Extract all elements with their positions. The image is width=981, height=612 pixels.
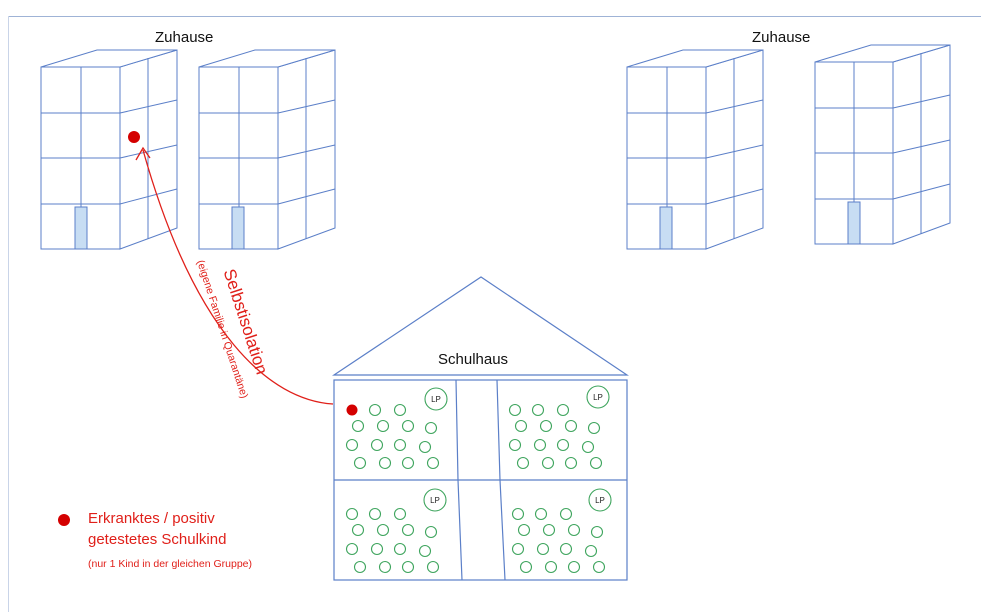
child-circle (581, 440, 595, 454)
legend-note-text: (nur 1 Kind in der gleichen Gruppe) (88, 558, 253, 570)
child-circle (531, 403, 545, 417)
child-circle (353, 456, 367, 470)
teacher-circle (588, 488, 612, 512)
teacher-circle (586, 385, 610, 409)
child-circle (378, 456, 392, 470)
infected-child (346, 404, 358, 416)
teacher-label: LP (431, 395, 441, 404)
child-circle (345, 507, 359, 521)
child-circle (393, 403, 407, 417)
child-circle (514, 419, 528, 433)
child-circle (556, 403, 570, 417)
home-label-right: Zuhause (752, 29, 811, 46)
child-circle (592, 560, 606, 574)
child-circle (401, 419, 415, 433)
legend-main-text: Erkranktes / positiv getestetes Schulkin… (88, 510, 227, 548)
child-circle (564, 419, 578, 433)
child-circle (426, 456, 440, 470)
child-circle (393, 542, 407, 556)
classrooms-group: LP LP LP LP (345, 385, 612, 574)
child-circle (418, 440, 432, 454)
child-circle (418, 544, 432, 558)
frame-left-border (8, 16, 9, 612)
child-circle (401, 456, 415, 470)
frame-top-border (8, 16, 981, 17)
child-circle (536, 542, 550, 556)
child-circle (516, 456, 530, 470)
child-circle (424, 525, 438, 539)
child-circle (533, 438, 547, 452)
child-circle (511, 507, 525, 521)
child-circle (370, 542, 384, 556)
home-building-left-2 (198, 49, 336, 250)
legend-infected-dot (58, 514, 70, 526)
child-circle (511, 542, 525, 556)
child-circle (539, 419, 553, 433)
home-building-right-2 (814, 44, 951, 245)
child-circle (590, 525, 604, 539)
teacher-label: LP (593, 393, 603, 402)
child-circle (368, 403, 382, 417)
child-circle (559, 542, 573, 556)
child-circle (564, 456, 578, 470)
classroom-2: LP (508, 385, 610, 470)
child-circle (567, 560, 581, 574)
child-circle (517, 523, 531, 537)
child-circle (589, 456, 603, 470)
child-circle (556, 438, 570, 452)
child-circle (351, 523, 365, 537)
child-circle (376, 419, 390, 433)
child-circle (426, 560, 440, 574)
child-circle (393, 438, 407, 452)
teacher-circle (424, 387, 448, 411)
home-label-left: Zuhause (155, 29, 214, 46)
child-circle (544, 560, 558, 574)
child-circle (508, 403, 522, 417)
child-circle (519, 560, 533, 574)
home-building-left-1 (40, 49, 178, 250)
teacher-label: LP (430, 496, 440, 505)
isolation-arrow (135, 146, 334, 405)
child-circle (587, 421, 601, 435)
teacher-label: LP (595, 496, 605, 505)
child-circle (508, 438, 522, 452)
child-circle (542, 523, 556, 537)
school-building (332, 276, 629, 581)
school-label: Schulhaus (438, 351, 509, 368)
child-circle (378, 560, 392, 574)
home-building-right-1 (626, 49, 764, 250)
child-circle (534, 507, 548, 521)
child-circle (424, 421, 438, 435)
child-circle (584, 544, 598, 558)
child-circle (353, 560, 367, 574)
child-circle (393, 507, 407, 521)
infected-child-at-home (128, 131, 140, 143)
classroom-4: LP (511, 488, 612, 574)
child-circle (351, 419, 365, 433)
child-circle (345, 438, 359, 452)
child-circle (370, 438, 384, 452)
child-circle (345, 542, 359, 556)
child-circle (567, 523, 581, 537)
child-circle (401, 560, 415, 574)
teacher-circle (423, 488, 447, 512)
classroom-3: LP (345, 488, 447, 574)
child-circle (559, 507, 573, 521)
child-circle (401, 523, 415, 537)
child-circle (541, 456, 555, 470)
child-circle (368, 507, 382, 521)
classroom-1: LP (345, 387, 448, 470)
child-circle (376, 523, 390, 537)
